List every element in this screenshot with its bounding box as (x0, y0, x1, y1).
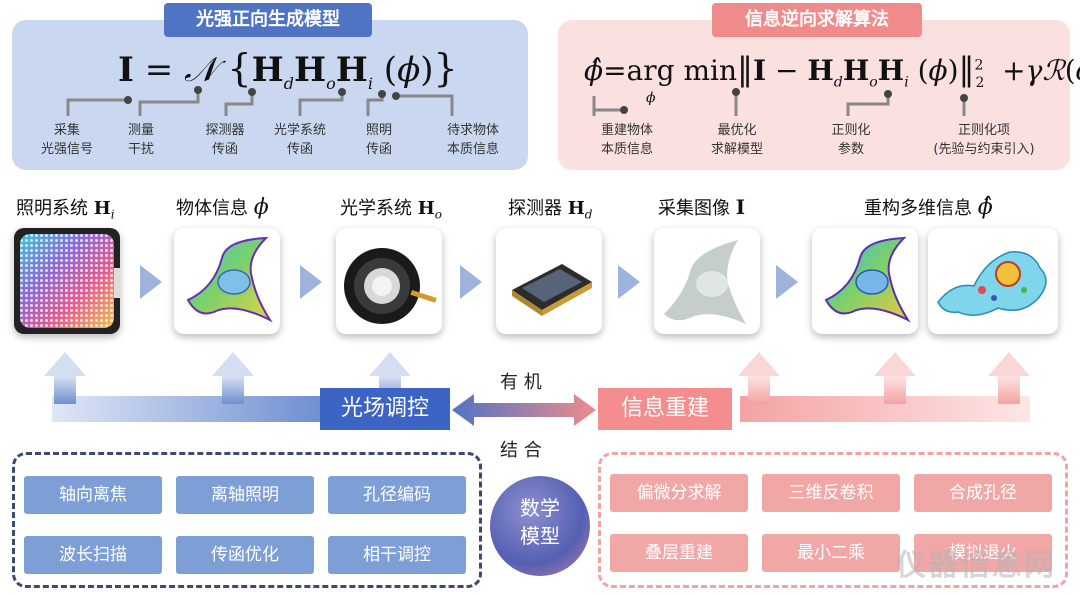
light-field-control-box: 光场调控 (320, 388, 450, 430)
method-axial-defocus: 轴向离焦 (24, 476, 162, 514)
label-measurement-noise: 测量 干扰 (127, 123, 154, 157)
label-illumination-transfer: 照明 传函 (365, 123, 392, 157)
stage-title-optics: 光学系统 Ho (340, 198, 442, 222)
captured-image (654, 228, 760, 334)
stage-title-reconstruction: 重构多维信息 ϕ̂ (864, 195, 993, 220)
method-coherence-control: 相干调控 (328, 536, 466, 574)
organic-text: 有 机 (500, 372, 542, 393)
flow-arrow-1 (140, 265, 162, 299)
optical-lens-image (336, 228, 442, 334)
forward-connectors (66, 86, 454, 116)
watermark: 仪器信息网 (896, 548, 1056, 583)
light-control-methods-panel (12, 452, 482, 588)
flow-arrow-5 (776, 265, 798, 299)
flow-arrow-4 (618, 265, 640, 299)
stage-title-object: 物体信息 ϕ (176, 195, 269, 220)
method-synthetic-aperture: 合成孔径 (914, 474, 1052, 512)
object-cell-image (174, 228, 280, 334)
label-regularization-term: 正则化项 (先验与约束引入) (933, 123, 1035, 157)
reconstructed-cell-detail-image (928, 228, 1058, 334)
inverse-connectors (592, 88, 968, 116)
combine-text: 结 合 (500, 440, 542, 461)
label-captured-intensity: 采集 光强信号 (40, 123, 93, 157)
stage-title-detector: 探测器 Hd (508, 198, 593, 222)
information-reconstruction-box: 信息重建 (598, 388, 732, 430)
math-model-text: 数学 模型 (520, 496, 560, 548)
label-optics-transfer: 光学系统 传函 (273, 123, 326, 157)
flow-arrow-3 (460, 265, 482, 299)
double-arrow (452, 394, 596, 426)
led-array-image (14, 228, 120, 334)
method-ptychography: 叠层重建 (610, 534, 748, 572)
reconstructed-cell-image (812, 228, 918, 334)
information-reconstruction-arrows (738, 352, 1030, 422)
label-regularization-param: 正则化 参数 (831, 123, 871, 157)
inverse-algorithm-title: 信息逆向求解算法 (712, 3, 922, 37)
method-3d-deconvolution: 三维反卷积 (762, 474, 900, 512)
argmin-subscript: ϕ (646, 90, 656, 106)
math-model-circle (490, 476, 590, 576)
method-pde-solving: 偏微分求解 (610, 474, 748, 512)
forward-equation: I = 𝒩 {HdHoHi (ϕ)} (118, 46, 458, 93)
method-transfer-optimization: 传函优化 (176, 536, 314, 574)
method-aperture-coding: 孔径编码 (328, 476, 466, 514)
method-wavelength-scan: 波长扫描 (24, 536, 162, 574)
reconstruction-methods-panel (598, 452, 1068, 588)
stage-title-illumination: 照明系统 Hi (16, 198, 115, 222)
stage-title-captured-image: 采集图像 I (658, 195, 746, 219)
inverse-algorithm-panel (558, 20, 1070, 170)
forward-model-title: 光强正向生成模型 (164, 3, 372, 37)
label-object-info: 待求物体 本质信息 (446, 123, 499, 157)
flow-arrow-2 (300, 265, 322, 299)
method-offaxis-illumination: 离轴照明 (176, 476, 314, 514)
label-detector-transfer: 探测器 传函 (205, 123, 245, 157)
light-field-control-arrows (44, 352, 411, 422)
inverse-equation: ϕ̂=arg min‖I − HdHoHi (ϕ)‖22 +γℛ(ϕ) (584, 50, 1080, 91)
detector-chip-image (496, 228, 602, 334)
label-optimization-model: 最优化 求解模型 (710, 123, 763, 157)
method-least-squares: 最小二乘 (762, 534, 900, 572)
label-reconstructed-object: 重建物体 本质信息 (600, 123, 653, 157)
method-simulated-annealing: 模拟退火 (914, 534, 1052, 572)
